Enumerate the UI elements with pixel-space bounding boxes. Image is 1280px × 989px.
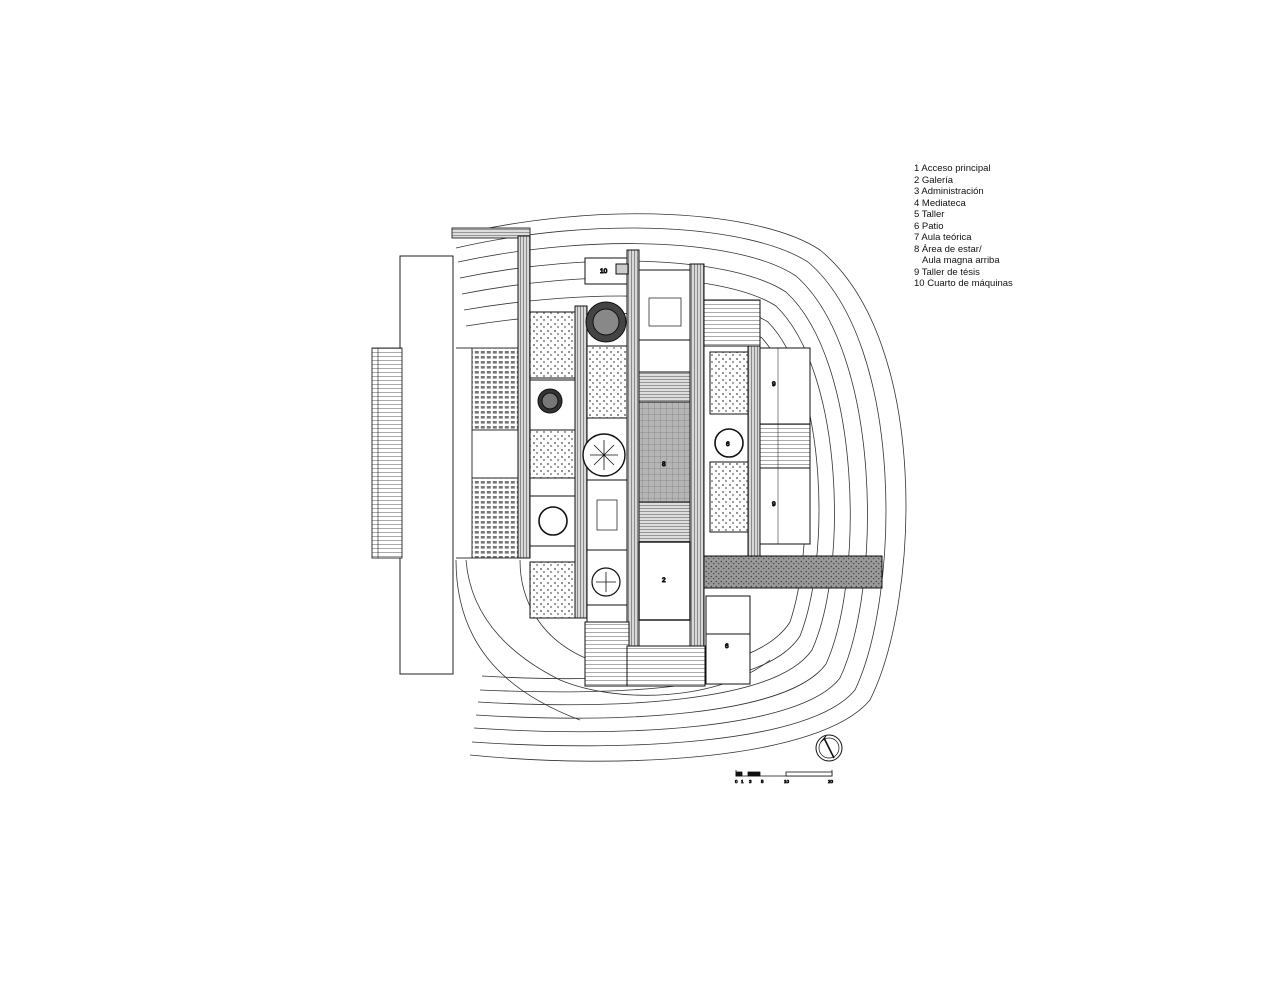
legend-item: 6 Patio — [914, 220, 944, 232]
legend-item: 8 Área de estar/ — [914, 243, 982, 255]
column-middle-rooms — [582, 301, 630, 687]
legend-item: 3 Administración — [914, 186, 984, 197]
scale-tick-10: 10 — [784, 779, 790, 784]
building-west-wall — [517, 235, 761, 651]
column-west-rooms — [529, 311, 576, 619]
legend-item: 9 Taller de tésis — [914, 266, 980, 278]
gallery-number: 2 — [662, 577, 666, 584]
column-east-rooms: 6 6 — [703, 299, 761, 685]
living-area-number: 8 — [662, 461, 666, 468]
machine-room-number: 10 — [600, 268, 608, 275]
north-arrow-icon — [815, 734, 843, 762]
patio-label-south: 6 — [725, 643, 729, 650]
seating-blocks — [451, 227, 531, 559]
thesis-workshops: 9 9 — [759, 347, 811, 545]
thesis-workshop-south-number: 9 — [772, 501, 776, 508]
legend-item: 2 Galería — [914, 174, 954, 186]
legend-item: 1 Acceso principal — [914, 163, 991, 174]
scale-bar: 0 1 3 5 10 20 — [735, 770, 834, 784]
patio-label-east: 6 — [726, 441, 730, 448]
legend-item: 5 Taller — [914, 209, 945, 220]
legend-item: 4 Mediateca — [914, 197, 966, 209]
central-gallery: 8 2 — [626, 269, 706, 687]
gravel-walkway — [703, 555, 883, 589]
scale-tick-5: 5 — [761, 779, 764, 784]
scale-tick-3: 3 — [749, 779, 752, 784]
access-platform — [371, 255, 454, 675]
legend-item: 7 Aula teórica — [914, 232, 972, 243]
machine-room: 10 — [584, 257, 629, 285]
legend-item: 10 Cuarto de máquinas — [914, 278, 1013, 289]
legend-item: Aula magna arriba — [922, 255, 1000, 266]
scale-tick-1: 1 — [741, 779, 744, 784]
scale-tick-0: 0 — [735, 779, 738, 784]
legend: 1 Acceso principal 2 Galería 3 Administr… — [914, 163, 1013, 290]
thesis-workshop-north-number: 9 — [772, 381, 776, 388]
scale-tick-20: 20 — [828, 779, 834, 784]
